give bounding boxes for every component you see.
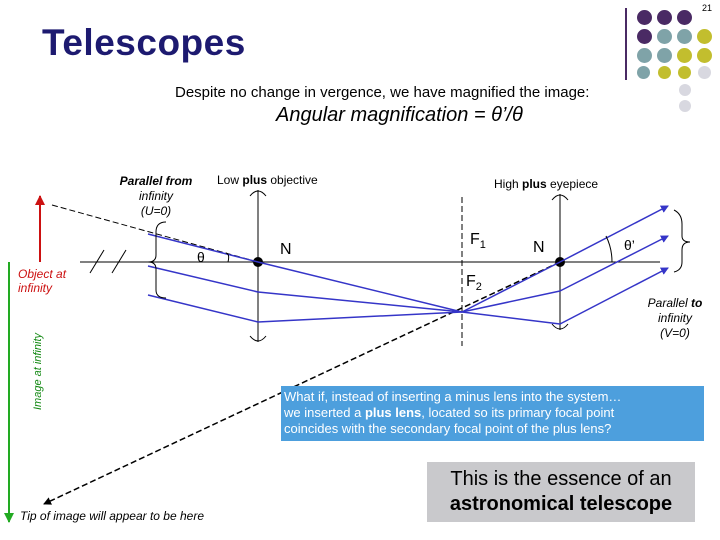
dot [657, 29, 672, 44]
parallel-to-rest: infinity [657, 311, 692, 325]
incoming-rays-brace [147, 221, 167, 299]
diverging-ray [461, 311, 561, 325]
image-at-infinity-label: Image at infinity [32, 332, 44, 410]
parallel-from-bold: Parallel from [119, 174, 193, 188]
incoming-ray [147, 265, 259, 293]
outgoing-ray [559, 267, 669, 325]
dot [697, 29, 712, 44]
eyepiece-prefix: High [494, 177, 523, 191]
dot [679, 100, 691, 112]
converging-ray [257, 311, 463, 323]
eyepiece-n-label: N [533, 239, 545, 256]
f2-label: F2 [466, 273, 482, 293]
incoming-ray [147, 294, 259, 323]
outgoing-rays-brace [673, 209, 691, 273]
dot [637, 48, 652, 63]
dot [697, 48, 712, 63]
diverging-ray [461, 290, 561, 313]
what-if-callout: What if, instead of inserting a minus le… [281, 386, 704, 441]
objective-bold: plus [242, 173, 268, 187]
dot [637, 29, 652, 44]
parallel-to-v: (V=0) [660, 326, 690, 340]
eyepiece-label: High plus eyepiece [494, 177, 598, 191]
dot [657, 10, 672, 25]
theta-prime-label: θ’ [624, 237, 635, 253]
parallel-from-u: (U=0) [140, 204, 172, 218]
decorative-vertical-rule [625, 8, 627, 80]
essence-callout: This is the essence of an astronomical t… [427, 462, 695, 522]
outgoing-ray [559, 205, 669, 263]
dot [677, 10, 692, 25]
subtitle: Despite no change in vergence, we have m… [175, 84, 590, 101]
parallel-to-bold: to [691, 296, 703, 310]
dot [678, 66, 691, 79]
parallel-from-infinity-label: Parallel from infinity (U=0) [100, 174, 212, 219]
angular-magnification-formula: Angular magnification = θ’/θ [276, 104, 523, 126]
callout-line3: coincides with the secondary focal point… [284, 421, 612, 436]
dot [658, 66, 671, 79]
converging-ray [257, 261, 463, 313]
parallel-to-infinity-label: Parallel to infinity (V=0) [630, 296, 720, 341]
callout-line2b: , located so its primary focal point [421, 405, 615, 420]
objective-suffix: objective [267, 173, 318, 187]
dot [677, 48, 692, 63]
axis-break-mark [111, 249, 127, 274]
slide-number: 21 [701, 3, 712, 13]
eyepiece-suffix: eyepiece [546, 177, 599, 191]
dot [657, 48, 672, 63]
incoming-ray [147, 233, 259, 263]
outgoing-ray [559, 235, 669, 292]
theta-prime-arc [605, 235, 613, 263]
f1-label: F1 [470, 231, 486, 251]
converging-ray [257, 291, 463, 313]
essence-line1: This is the essence of an [450, 468, 672, 490]
image-tip-label: Tip of image will appear to be here [20, 509, 204, 523]
dot [698, 66, 711, 79]
object-at-infinity-label: Object at infinity [18, 267, 67, 295]
objective-prefix: Low [217, 173, 243, 187]
image-tip-dashed-line [43, 261, 561, 505]
dot [637, 10, 652, 25]
theta-arc [225, 252, 230, 263]
eyepiece-bold: plus [522, 177, 547, 191]
objective-n-label: N [280, 241, 292, 258]
callout-line2a: we inserted a [284, 405, 365, 420]
dot [637, 66, 650, 79]
parallel-to-prefix: Parallel [647, 296, 692, 310]
axis-break-mark [89, 249, 105, 274]
objective-label: Low plus objective [217, 173, 318, 187]
diverging-ray [461, 261, 561, 313]
dot [677, 29, 692, 44]
callout-line2-bold: plus lens [364, 405, 422, 420]
parallel-from-rest: infinity [138, 189, 173, 203]
theta-label: θ [197, 249, 205, 265]
essence-line2: astronomical telescope [449, 493, 673, 515]
page-title: Telescopes [42, 22, 246, 63]
callout-line1: What if, instead of inserting a minus le… [284, 389, 622, 404]
dot [679, 84, 691, 96]
